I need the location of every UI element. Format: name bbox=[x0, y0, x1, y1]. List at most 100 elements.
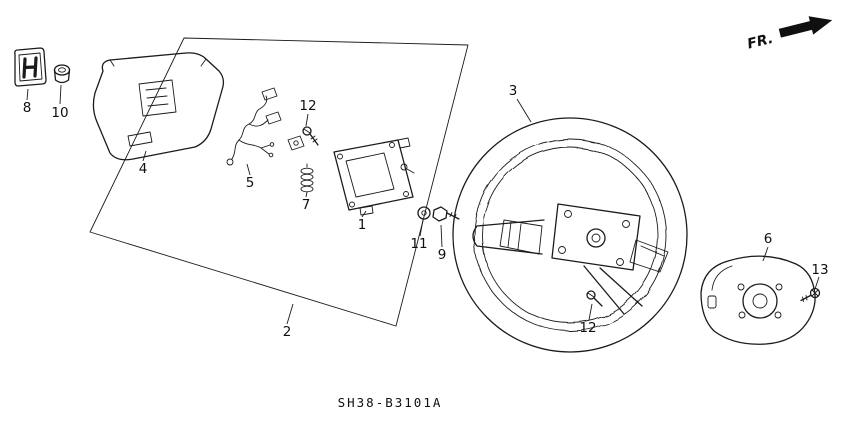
cover-outline bbox=[700, 255, 816, 345]
harness-mount-bracket bbox=[287, 135, 305, 151]
wheel-outer-rim bbox=[452, 117, 688, 353]
washer-hole bbox=[421, 210, 427, 216]
harness-terminal-b bbox=[268, 152, 274, 158]
cover-hole-a bbox=[737, 283, 745, 291]
callout-part-3: 3 bbox=[509, 83, 518, 99]
leader-line bbox=[419, 219, 424, 237]
screw-threads bbox=[802, 295, 808, 302]
screw-cross-slot bbox=[811, 289, 819, 297]
spring-coil-3 bbox=[300, 179, 314, 187]
diagram-code: SH38-B3101A bbox=[338, 395, 443, 410]
leader-line bbox=[246, 163, 251, 176]
plate-tab-top bbox=[397, 137, 411, 149]
plate-hole-tl bbox=[337, 153, 343, 160]
leader-line bbox=[814, 276, 820, 290]
hub-bolt-hole-bl bbox=[558, 246, 566, 254]
emblem-outline bbox=[14, 47, 47, 87]
horn-pad-logo-plate bbox=[138, 79, 177, 117]
screw-shaft bbox=[309, 133, 319, 146]
cover-center-boss bbox=[742, 283, 778, 319]
screw-head bbox=[302, 126, 312, 136]
leader-line bbox=[286, 303, 294, 325]
leader-line bbox=[305, 113, 309, 127]
harness-wire bbox=[231, 95, 268, 160]
hub-plate bbox=[551, 203, 641, 271]
plate-side-screw-head bbox=[400, 163, 408, 171]
column-stub bbox=[499, 219, 543, 255]
emblem-inner-border bbox=[18, 52, 43, 82]
hub-bolt-hole-br bbox=[616, 258, 624, 266]
callout-part-9: 9 bbox=[438, 247, 447, 263]
wheel-grip-contour bbox=[481, 146, 659, 324]
horn-pad-logo-bars bbox=[145, 87, 169, 107]
hub-bolt-hole-tl bbox=[564, 210, 572, 218]
part-6-lower-cover bbox=[700, 255, 816, 345]
harness-branch-connector bbox=[265, 111, 282, 125]
plate-hole-bl bbox=[349, 201, 355, 208]
button-top bbox=[53, 64, 71, 76]
cover-inner-contour bbox=[711, 265, 733, 291]
callout-part-1: 1 bbox=[358, 217, 367, 233]
callout-labels: 8 10 4 5 12 7 1 11 9 3 12 2 6 13 bbox=[23, 83, 829, 340]
harness-branch-wire bbox=[248, 119, 269, 127]
callout-part-7: 7 bbox=[302, 197, 311, 213]
horn-pad-thickness-lines bbox=[109, 58, 207, 67]
spring-coil-2 bbox=[300, 173, 314, 181]
fr-arrow-head bbox=[808, 16, 833, 35]
bolt-head bbox=[432, 206, 448, 222]
contact-plate-window bbox=[345, 152, 395, 198]
leader-line bbox=[142, 150, 147, 162]
callout-part-6: 6 bbox=[764, 231, 773, 247]
callout-part-11: 11 bbox=[410, 236, 427, 252]
screw-shaft bbox=[593, 297, 603, 307]
screw-shaft bbox=[800, 294, 812, 302]
button-body bbox=[53, 69, 71, 84]
part-12-screw-upper bbox=[302, 126, 319, 146]
callout-part-10: 10 bbox=[51, 105, 68, 121]
part-11-washer bbox=[417, 206, 431, 220]
fr-label: FR. bbox=[746, 31, 775, 53]
callout-part-13: 13 bbox=[811, 262, 828, 278]
part-1-contact-plate bbox=[333, 137, 415, 216]
callout-part-12-lower: 12 bbox=[579, 320, 596, 336]
part-13-screw bbox=[800, 287, 821, 302]
fr-direction-indicator: FR. bbox=[746, 16, 833, 53]
part-4-horn-pad bbox=[92, 52, 225, 161]
spring-coil-1 bbox=[300, 167, 314, 175]
cover-hole-b bbox=[775, 283, 783, 291]
wheel-lower-spoke bbox=[583, 265, 643, 315]
harness-top-connector bbox=[261, 87, 278, 101]
callout-part-12-upper: 12 bbox=[299, 98, 316, 114]
fr-arrow-shaft bbox=[778, 20, 814, 38]
leader-line bbox=[588, 303, 593, 321]
parallelogram-outline bbox=[89, 37, 469, 327]
hub-right-extension bbox=[629, 239, 669, 273]
leader-line bbox=[59, 84, 62, 105]
plate-hole-tr bbox=[389, 142, 395, 148]
harness-lower-eyelet bbox=[226, 158, 234, 166]
screw-threads bbox=[310, 135, 318, 143]
part-7-spring bbox=[300, 163, 314, 193]
leader-line bbox=[762, 246, 769, 262]
column-stub-ribs bbox=[507, 221, 522, 250]
harness-fork-wires bbox=[238, 139, 271, 155]
leader-line bbox=[440, 224, 443, 248]
hub-center-bore-inner bbox=[591, 233, 601, 243]
plate-side-screw-shaft bbox=[406, 168, 415, 174]
button-center-hole bbox=[58, 67, 66, 73]
horn-pad-tab bbox=[127, 131, 153, 147]
leader-line bbox=[305, 191, 308, 198]
hub-bolt-hole-tr bbox=[622, 220, 630, 228]
cover-hole-d bbox=[774, 311, 782, 319]
emblem-h-icon bbox=[22, 56, 38, 79]
screw-head bbox=[586, 290, 596, 300]
callout-part-5: 5 bbox=[246, 175, 255, 191]
hub-right-extension-rib bbox=[640, 245, 665, 257]
wheel-inner-rim-scalloped bbox=[473, 138, 667, 332]
leader-line bbox=[516, 98, 532, 123]
contact-plate-outline bbox=[333, 139, 414, 211]
assembly-boundary-parallelogram bbox=[89, 37, 469, 327]
cover-slot bbox=[707, 295, 717, 309]
horn-pad-outline bbox=[92, 52, 225, 161]
wheel-left-spoke bbox=[472, 219, 545, 255]
